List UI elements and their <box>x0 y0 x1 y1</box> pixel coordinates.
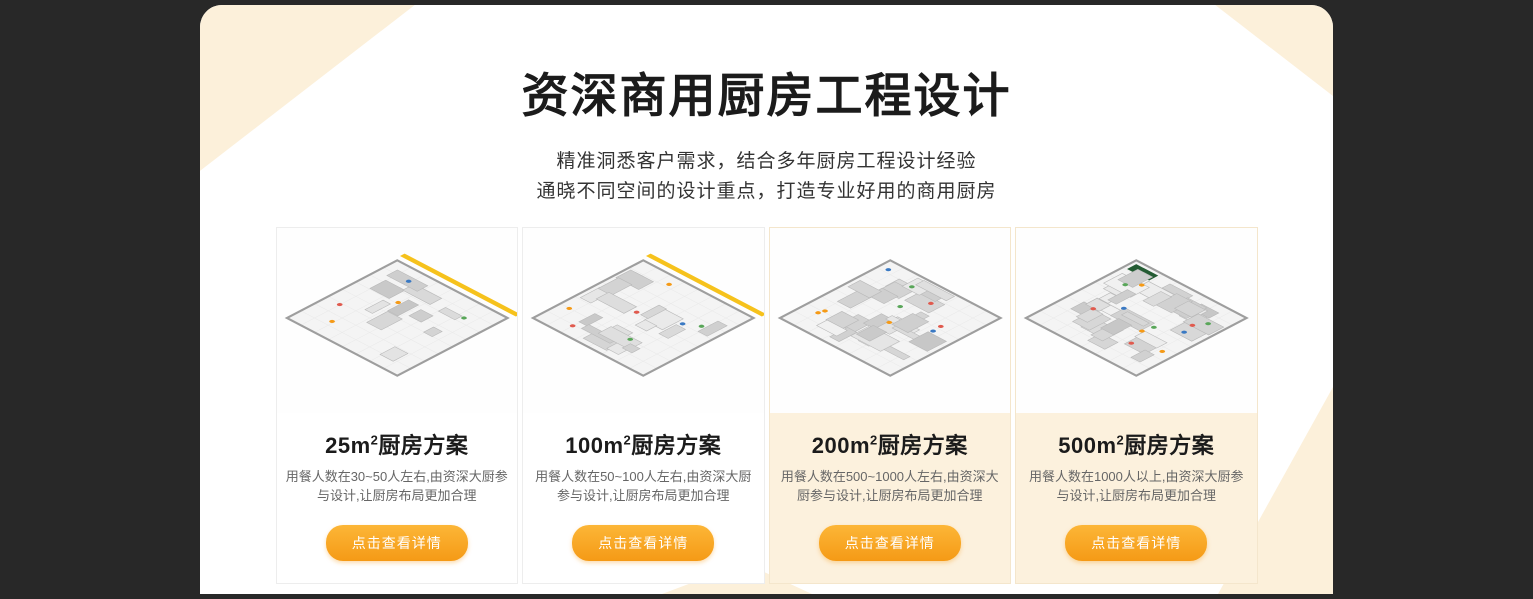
plan-title-superscript: 2 <box>1116 432 1125 448</box>
plan-description: 用餐人数在500~1000人左右,由资深大厨参与设计,让厨房布局更加合理 <box>780 469 999 503</box>
plan-title-area: 200m <box>811 433 871 458</box>
section-title: 资深商用厨房工程设计 <box>521 69 1012 122</box>
plan-description: 用餐人数在1000人以上,由资深大厨参与设计,让厨房布局更加合理 <box>1028 469 1244 503</box>
plan-title-text: 厨房方案 <box>1124 433 1215 458</box>
plan-title: 200m2厨房方案 <box>770 428 1011 460</box>
content-panel: 资深商用厨房工程设计 精准洞悉客户需求，结合多年厨房工程设计经验 通晓不同空间的… <box>200 5 1333 594</box>
section-subtitle-line2: 通晓不同空间的设计重点，打造专业好用的商用厨房 <box>536 181 997 202</box>
plan-title: 25m2厨房方案 <box>277 428 518 460</box>
plan-card-25m2: 25m2厨房方案 用餐人数在30~50人左右,由资深大厨参与设计,让厨房布局更加… <box>275 227 518 584</box>
view-details-button[interactable]: 点击查看详情 <box>572 525 715 561</box>
view-details-button[interactable]: 点击查看详情 <box>818 525 961 561</box>
plan-title-area: 500m <box>1058 433 1117 458</box>
view-details-button[interactable]: 点击查看详情 <box>1065 525 1208 561</box>
plan-title-text: 厨房方案 <box>631 433 722 458</box>
kitchen-render-25m2 <box>276 228 517 413</box>
plan-title-area: 25m <box>325 433 371 458</box>
plan-title-text: 厨房方案 <box>378 433 469 458</box>
plan-card-list: 25m2厨房方案 用餐人数在30~50人左右,由资深大厨参与设计,让厨房布局更加… <box>275 227 1258 584</box>
kitchen-render-100m2 <box>523 228 764 413</box>
plan-title-superscript: 2 <box>870 432 878 448</box>
section-subtitle-line1: 精准洞悉客户需求，结合多年厨房工程设计经验 <box>556 151 977 172</box>
plan-title-area: 100m <box>565 433 624 458</box>
view-details-button[interactable]: 点击查看详情 <box>325 525 468 561</box>
plan-title: 500m2厨房方案 <box>1016 428 1257 460</box>
plan-card-500m2: 500m2厨房方案 用餐人数在1000人以上,由资深大厨参与设计,让厨房布局更加… <box>1015 227 1258 584</box>
kitchen-render-500m2 <box>1016 228 1257 413</box>
kitchen-render-200m2 <box>769 228 1010 413</box>
plan-card-100m2: 100m2厨房方案 用餐人数在50~100人左右,由资深大厨参与设计,让厨房布局… <box>522 227 765 584</box>
plan-title-text: 厨房方案 <box>877 433 968 458</box>
plan-card-200m2: 200m2厨房方案 用餐人数在500~1000人左右,由资深大厨参与设计,让厨房… <box>768 227 1011 584</box>
plan-title: 100m2厨房方案 <box>523 428 764 460</box>
plan-title-superscript: 2 <box>623 432 632 448</box>
plan-description: 用餐人数在50~100人左右,由资深大厨参与设计,让厨房布局更加合理 <box>535 469 752 503</box>
section-header: 资深商用厨房工程设计 精准洞悉客户需求，结合多年厨房工程设计经验 通晓不同空间的… <box>200 5 1333 207</box>
plan-description: 用餐人数在30~50人左右,由资深大厨参与设计,让厨房布局更加合理 <box>285 469 508 503</box>
plan-title-superscript: 2 <box>370 432 379 448</box>
